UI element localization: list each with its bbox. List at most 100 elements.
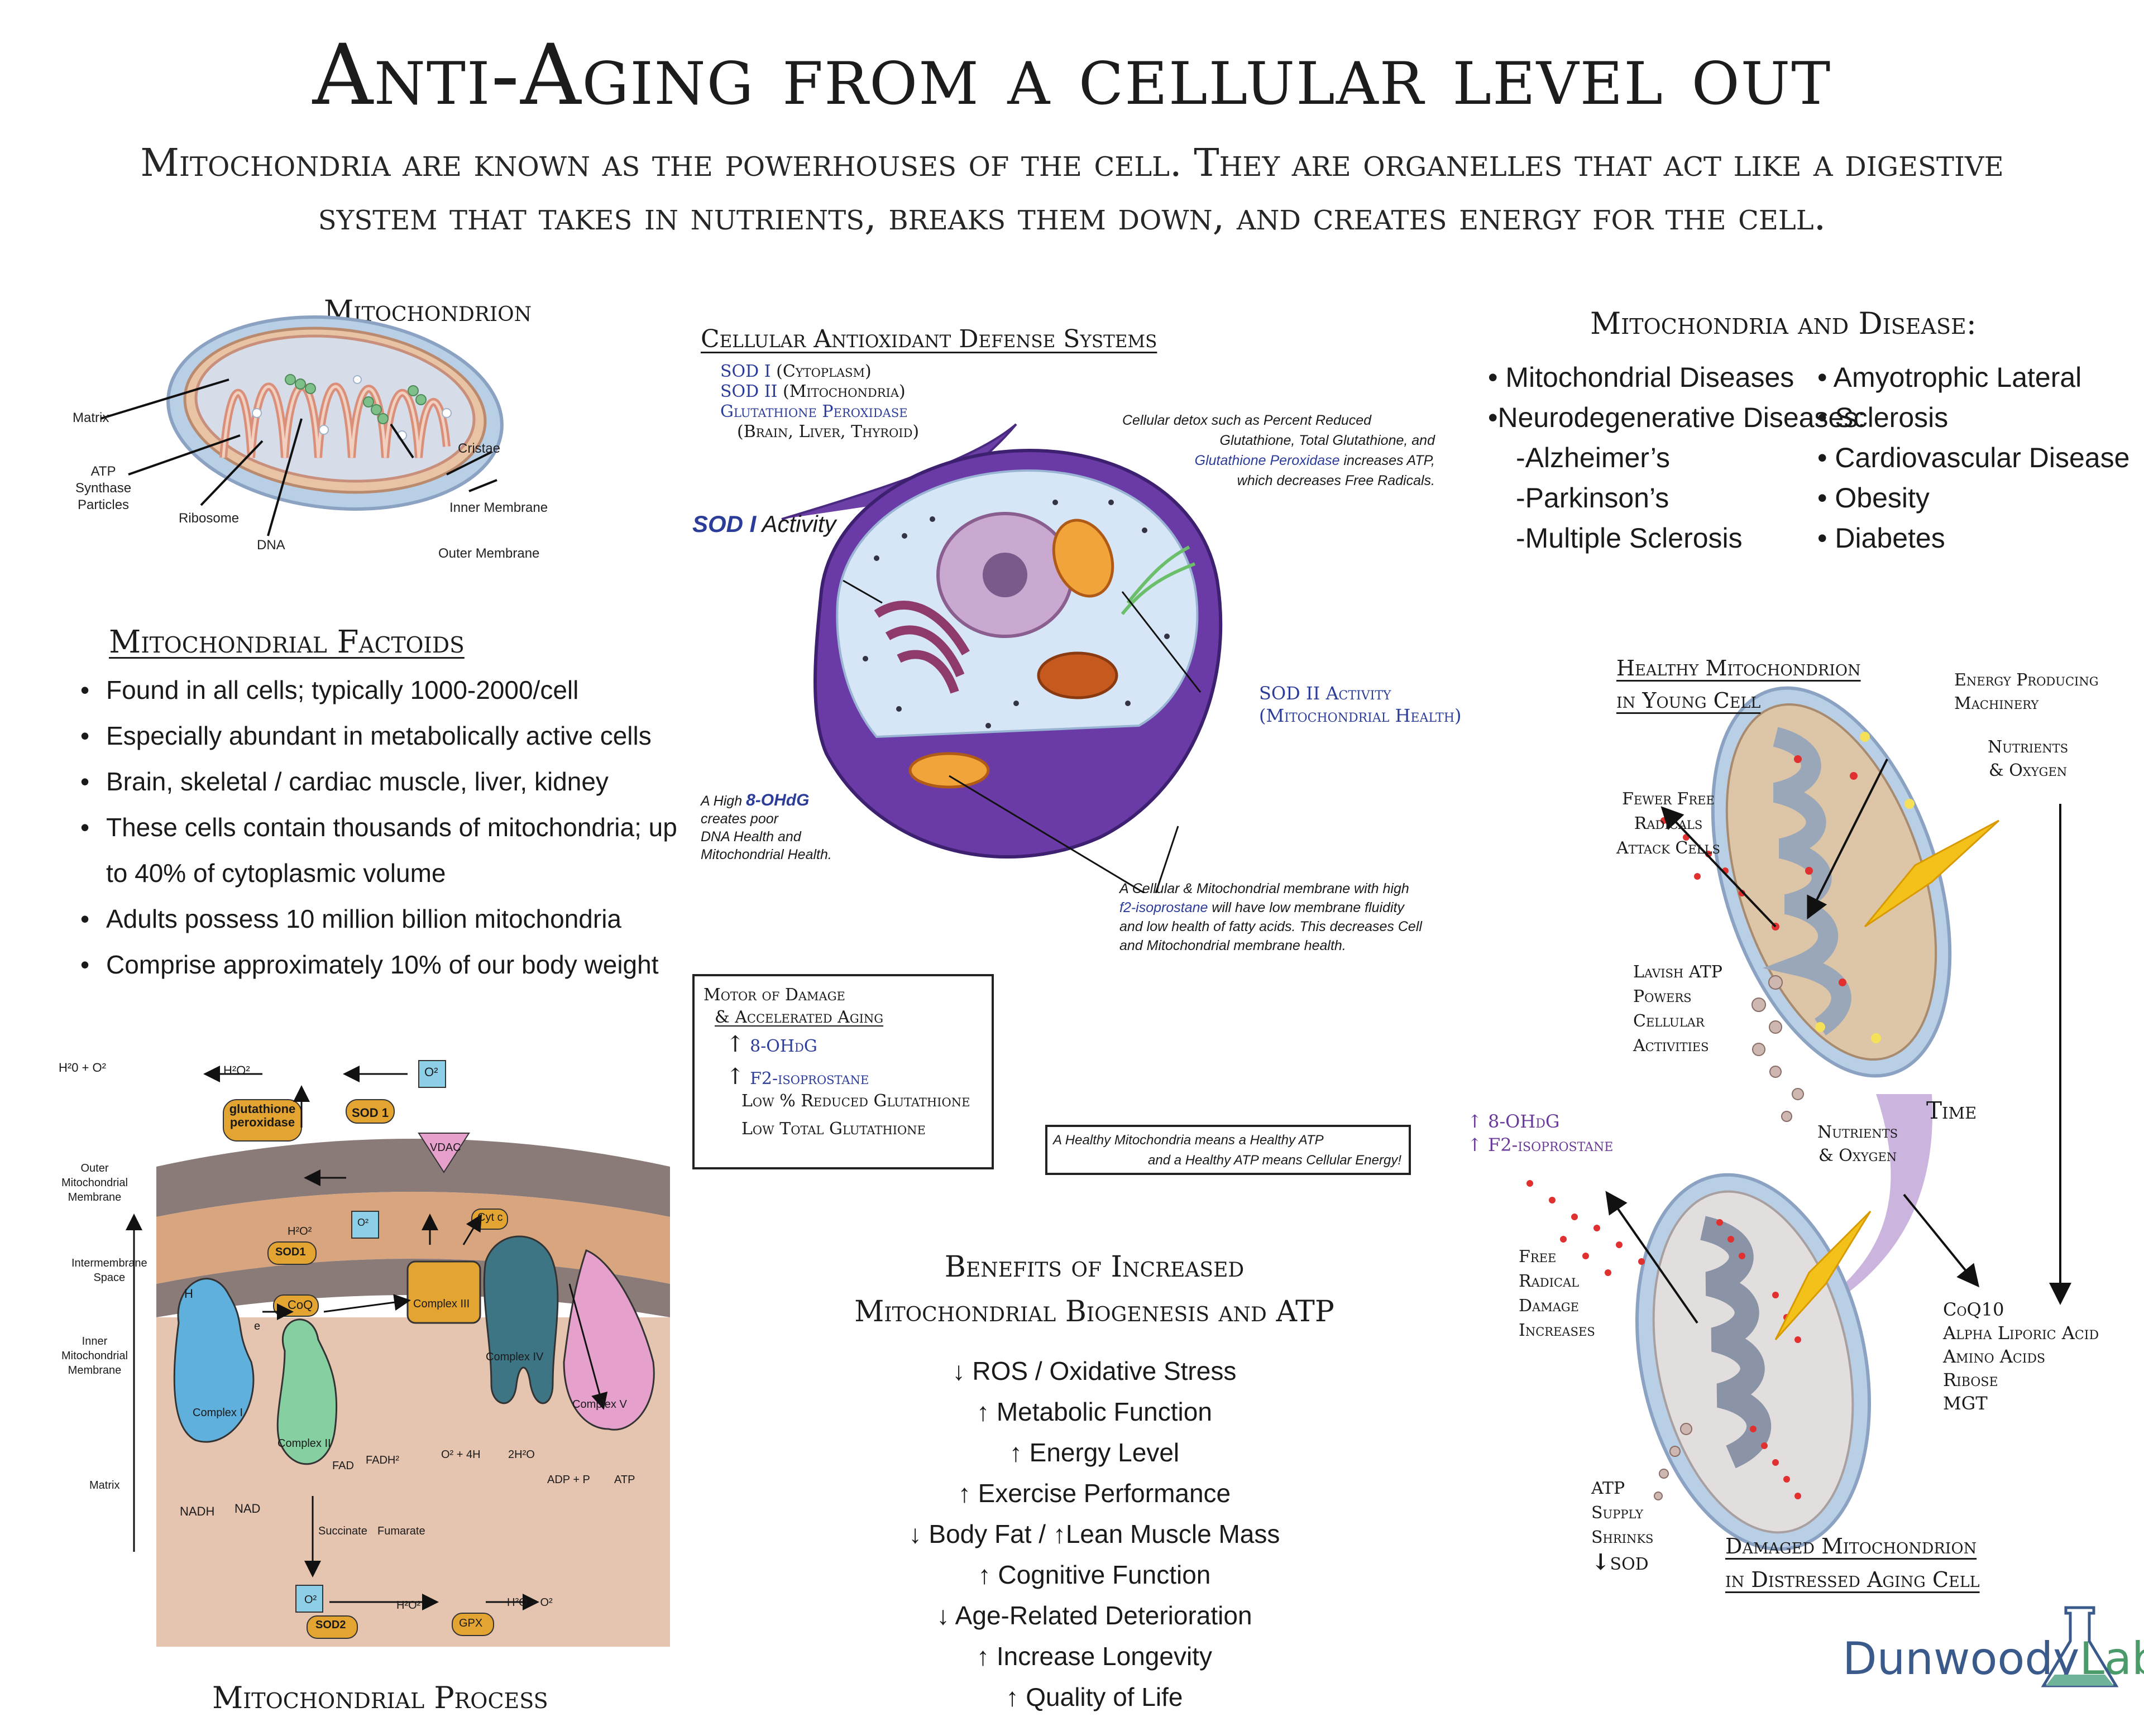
disease-list-left: • Mitochondrial Diseases •Neurodegenerat… xyxy=(1488,357,1865,558)
factoid-item: Adults possess 10 million billion mitoch… xyxy=(73,896,687,942)
healthy-note-box: A Healthy Mitochondria means a Healthy A… xyxy=(1045,1125,1411,1175)
benefit-item: ↑ Metabolic Function xyxy=(977,1397,1212,1426)
disease-item: • Amyotrophic Lateral xyxy=(1817,362,2082,393)
proc-fad: FAD xyxy=(332,1460,354,1472)
proc-gpx: GPX xyxy=(459,1617,483,1629)
proc-complex4: Complex IV xyxy=(486,1351,544,1363)
label-dna: DNA xyxy=(257,538,285,553)
disease-item: •Neurodegenerative Diseases: xyxy=(1488,402,1866,433)
factoid-item: Found in all cells; typically 1000-2000/… xyxy=(73,667,687,713)
proc-fumarate: Fumarate xyxy=(377,1525,425,1537)
membrane-note: A Cellular & Mitochondrial membrane with… xyxy=(1119,881,1422,953)
benefit-item: ↑ Quality of Life xyxy=(1006,1682,1183,1711)
disease-item: • Sclerosis xyxy=(1817,402,1949,433)
process-title: Mitochondrial Process xyxy=(212,1680,548,1715)
antioxidant-title: Cellular Antioxidant Defense Systems xyxy=(701,325,1157,353)
proc-nad: NAD xyxy=(234,1502,261,1516)
sod2-activity-label: SOD II Activity (Mitochondrial Health) xyxy=(1259,683,1462,726)
disease-item: -Multiple Sclerosis xyxy=(1516,522,1743,554)
mitochondrial-process-diagram xyxy=(126,1060,670,1647)
label-inner-membrane: Inner Membrane xyxy=(449,500,548,515)
motor-of-damage-box: Motor of Damage & Accelerated Aging ↑ 8-… xyxy=(692,974,994,1169)
disease-item: • Mitochondrial Diseases xyxy=(1488,362,1794,393)
disease-title: Mitochondria and Disease: xyxy=(1590,306,1976,341)
label-cristae: Cristae xyxy=(458,441,501,456)
young-nutrients-label: Nutrients& Oxygen xyxy=(1988,737,2069,780)
benefits-list: ↓ ROS / Oxidative Stress ↑ Metabolic Fun… xyxy=(726,1351,1463,1718)
antioxidant-legend: SOD I (Cytoplasm) SOD II (Mitochondria) … xyxy=(720,362,920,442)
benefit-item: ↓ ROS / Oxidative Stress xyxy=(952,1356,1237,1385)
proc-nadh: NADH xyxy=(180,1504,215,1518)
proc-succinate: Succinate xyxy=(318,1525,367,1537)
factoids-list: Found in all cells; typically 1000-2000/… xyxy=(73,667,687,987)
disease-item: • Obesity xyxy=(1817,482,1930,514)
proc-h2o2-bottom: H²O² xyxy=(396,1599,421,1612)
disease-item: -Alzheimer’s xyxy=(1516,442,1671,473)
factoid-item: Brain, skeletal / cardiac muscle, liver,… xyxy=(73,759,687,804)
ohdg-note: A High 8-OHdG creates poor DNA Health an… xyxy=(701,791,832,863)
proc-o2-4h: O² + 4H xyxy=(441,1449,481,1461)
proc-e: e xyxy=(254,1320,261,1332)
benefit-item: ↑ Exercise Performance xyxy=(958,1479,1231,1508)
proc-h2o-o2-bottom: H²O + O² xyxy=(507,1596,553,1609)
page-subtitle: Mitochondria are known as the powerhouse… xyxy=(140,141,2004,239)
factoid-item: Comprise approximately 10% of our body w… xyxy=(73,942,687,987)
disease-item: • Cardiovascular Disease xyxy=(1817,442,2130,473)
proc-o2-bottom: O² xyxy=(304,1594,317,1606)
proc-h2o: 2H²O xyxy=(508,1449,535,1461)
proc-sod2: SOD2 xyxy=(315,1619,346,1631)
proc-atp: ATP xyxy=(614,1474,635,1486)
label-ribosome: Ribosome xyxy=(179,511,240,526)
proc-sod1-badge: SOD 1 xyxy=(352,1106,389,1120)
proc-h2o2-mid: H²O² xyxy=(288,1225,312,1238)
proc-complex1: Complex I xyxy=(193,1407,243,1419)
label-outer-membrane: Outer Membrane xyxy=(438,546,540,561)
factoid-item: These cells contain thousands of mitocho… xyxy=(73,804,687,896)
proc-complex3: Complex III xyxy=(413,1298,470,1310)
proc-vdac: VDAC xyxy=(430,1142,461,1154)
benefit-item: ↑ Cognitive Function xyxy=(978,1560,1211,1589)
proc-cytc: Cyt c xyxy=(477,1211,503,1224)
benefit-item: ↓ Body Fat / ↑Lean Muscle Mass xyxy=(908,1519,1280,1548)
benefit-item: ↓ Age-Related Deterioration xyxy=(936,1601,1252,1630)
proc-o2-top: O² xyxy=(424,1065,438,1079)
flask-icon xyxy=(2041,1606,2119,1687)
page-title: Anti-Aging from a cellular level out xyxy=(312,27,1832,124)
dunwoody-logo: DunwoodyLabs xyxy=(1842,1633,2144,1685)
benefit-item: ↑ Increase Longevity xyxy=(977,1642,1212,1671)
mitochondrion-illustration xyxy=(100,315,504,536)
proc-matrix-label: Matrix xyxy=(89,1479,120,1492)
cell-illustration xyxy=(781,423,1223,893)
disease-item: -Parkinson’s xyxy=(1516,482,1669,514)
benefit-item: ↑ Energy Level xyxy=(1009,1438,1180,1467)
proc-fadh2: FADH² xyxy=(366,1454,399,1466)
label-matrix: Matrix xyxy=(73,410,109,425)
proc-complex2: Complex II xyxy=(277,1437,331,1450)
disease-item: • Diabetes xyxy=(1817,522,1945,554)
damaged-markers: ↑ 8-OHdG↑ F2-isoprostane xyxy=(1467,1111,1614,1155)
proc-coq: CoQ xyxy=(288,1298,313,1312)
damaged-nutrients-label: Nutrients& Oxygen xyxy=(1817,1123,1898,1166)
mitochondria-aging-illustration xyxy=(1526,686,2071,1551)
detox-note: Cellular detox such as Percent Reduced G… xyxy=(1122,413,1435,488)
proc-h2o-o2-top: H²0 + O² xyxy=(59,1061,106,1075)
disease-list-right: • Amyotrophic Lateral • Sclerosis • Card… xyxy=(1817,357,2129,558)
factoids-title: Mitochondrial Factoids xyxy=(109,624,465,660)
proc-complex5: Complex V xyxy=(572,1398,627,1411)
proc-adp: ADP + P xyxy=(547,1474,590,1486)
time-label: Time xyxy=(1926,1097,1977,1124)
sod1-activity-label: SOD I Activity xyxy=(692,511,836,537)
